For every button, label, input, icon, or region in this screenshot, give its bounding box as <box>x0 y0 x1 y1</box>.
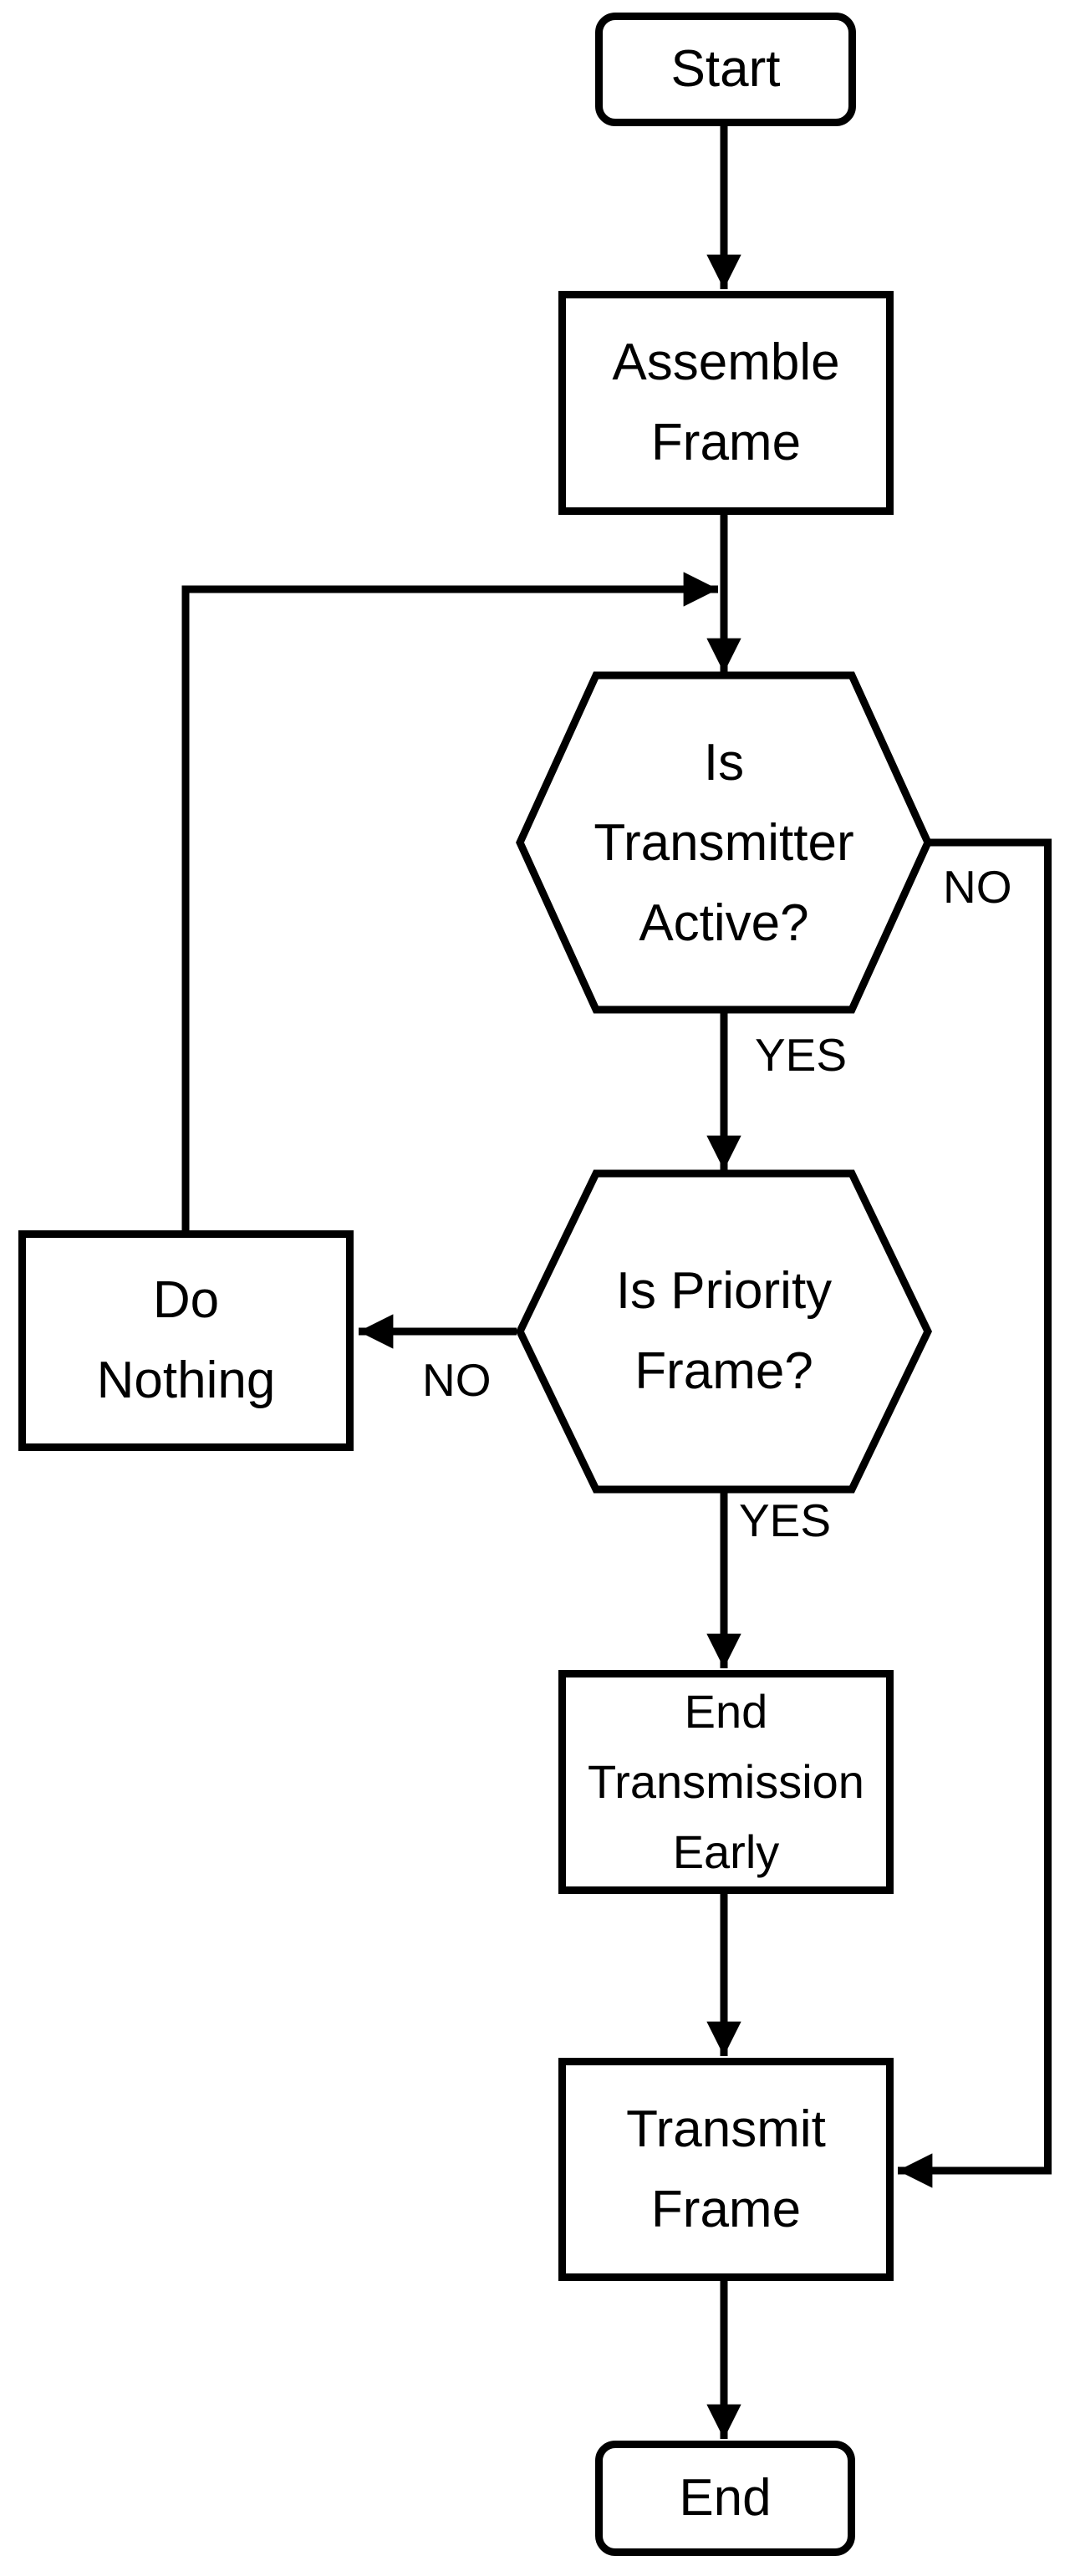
node-is-priority-frame-label: Is Priority Frame? <box>615 1262 833 1400</box>
node-do-nothing-label: Do Nothing <box>96 1271 276 1409</box>
node-start-label: Start <box>670 40 781 98</box>
edge-label-priority-no: NO <box>422 1354 492 1406</box>
node-is-transmitter-active-label: Is Transmitter Active? <box>594 734 854 952</box>
edge-do-nothing-loop-to-merge <box>181 572 718 1231</box>
edge-transmitter-no-to-transmit-frame <box>898 838 1052 2188</box>
node-end-transmission-early: End Transmission Early <box>558 1670 894 1894</box>
node-end-transmission-early-label: End Transmission Early <box>588 1685 864 1878</box>
node-assemble-frame: Assemble Frame <box>558 291 894 515</box>
node-assemble-frame-label: Assemble Frame <box>612 333 840 471</box>
node-transmit-frame: Transmit Frame <box>558 2058 894 2281</box>
node-do-nothing: Do Nothing <box>18 1230 354 1451</box>
node-start: Start <box>595 13 856 126</box>
edge-label-priority-yes: YES <box>739 1494 832 1546</box>
hexagon-is-priority-frame <box>516 1169 932 1494</box>
hexagon-is-transmitter-active <box>516 671 932 1014</box>
edge-label-transmitter-no: NO <box>943 861 1012 913</box>
node-end-label: End <box>679 2469 772 2527</box>
node-end: End <box>595 2441 855 2556</box>
node-is-priority-frame-label-area: Is Priority Frame? <box>507 1250 941 1413</box>
node-transmit-frame-label: Transmit Frame <box>626 2100 826 2238</box>
node-is-transmitter-active-label-area: Is Transmitter Active? <box>507 720 941 967</box>
edge-label-transmitter-yes: YES <box>755 1029 848 1081</box>
